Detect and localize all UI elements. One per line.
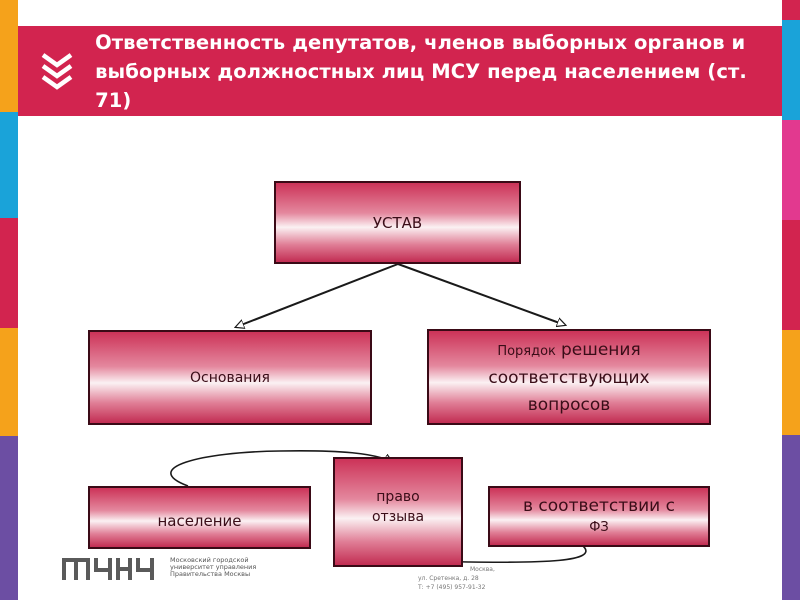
left-color-stripe [0,0,18,600]
footer-address: Москва, ул. Сретенка, д. 28 Т: +7 (495) … [418,565,495,592]
university-logo-icon [62,556,166,586]
org-line-3: Правительства Москвы [170,570,251,578]
poryadok-line-3: вопросов [527,394,611,415]
fz-line-2: ФЗ [589,519,609,535]
org-line-2: университет управления [170,563,257,571]
triple-chevron-down-icon [18,51,95,91]
addr-line-2: ул. Сретенка, д. 28 [418,575,479,582]
poryadok-prefix: Порядок [497,343,556,359]
poryadok-box: Порядок решения соответствующих вопросов [427,329,711,425]
org-line-1: Московский городской [170,556,249,564]
title-line-2: выборных должностных лиц МСУ перед насел… [95,59,747,112]
osnovaniya-label: Основания [190,369,270,386]
pravo-otzyva-box: право отзыва [333,457,463,567]
poryadok-line-2: соответствующих [488,367,650,388]
title-line-1: Ответственность депутатов, членов выборн… [95,30,746,54]
university-name: Московский городской университет управле… [170,557,256,578]
osnovaniya-box: Основания [88,330,372,425]
right-color-stripe [782,0,800,600]
ustav-box: УСТАВ [274,181,521,264]
arrow-ustav-to-osnovaniya [236,263,399,327]
ustav-label: УСТАВ [372,213,423,232]
arrow-ustav-to-poryadok [397,263,565,325]
addr-line-1: Москва, [470,566,495,573]
poryadok-line-1: Порядок решения [497,336,640,365]
fz-box: в соответствии с ФЗ [488,486,710,547]
arrow-naselenie-to-pravo [170,450,392,487]
fz-line-1: в соответствии с [523,495,675,516]
naselenie-label: население [157,511,242,530]
page-title: Ответственность депутатов, членов выборн… [95,28,782,115]
pravo-line-1: право [376,489,420,505]
pravo-line-2: отзыва [371,509,425,525]
header-banner: Ответственность депутатов, членов выборн… [18,26,782,116]
poryadok-rest: решения [561,339,641,360]
naselenie-box: население [88,486,311,549]
addr-line-3: Т: +7 (495) 957-91-32 [418,584,486,591]
